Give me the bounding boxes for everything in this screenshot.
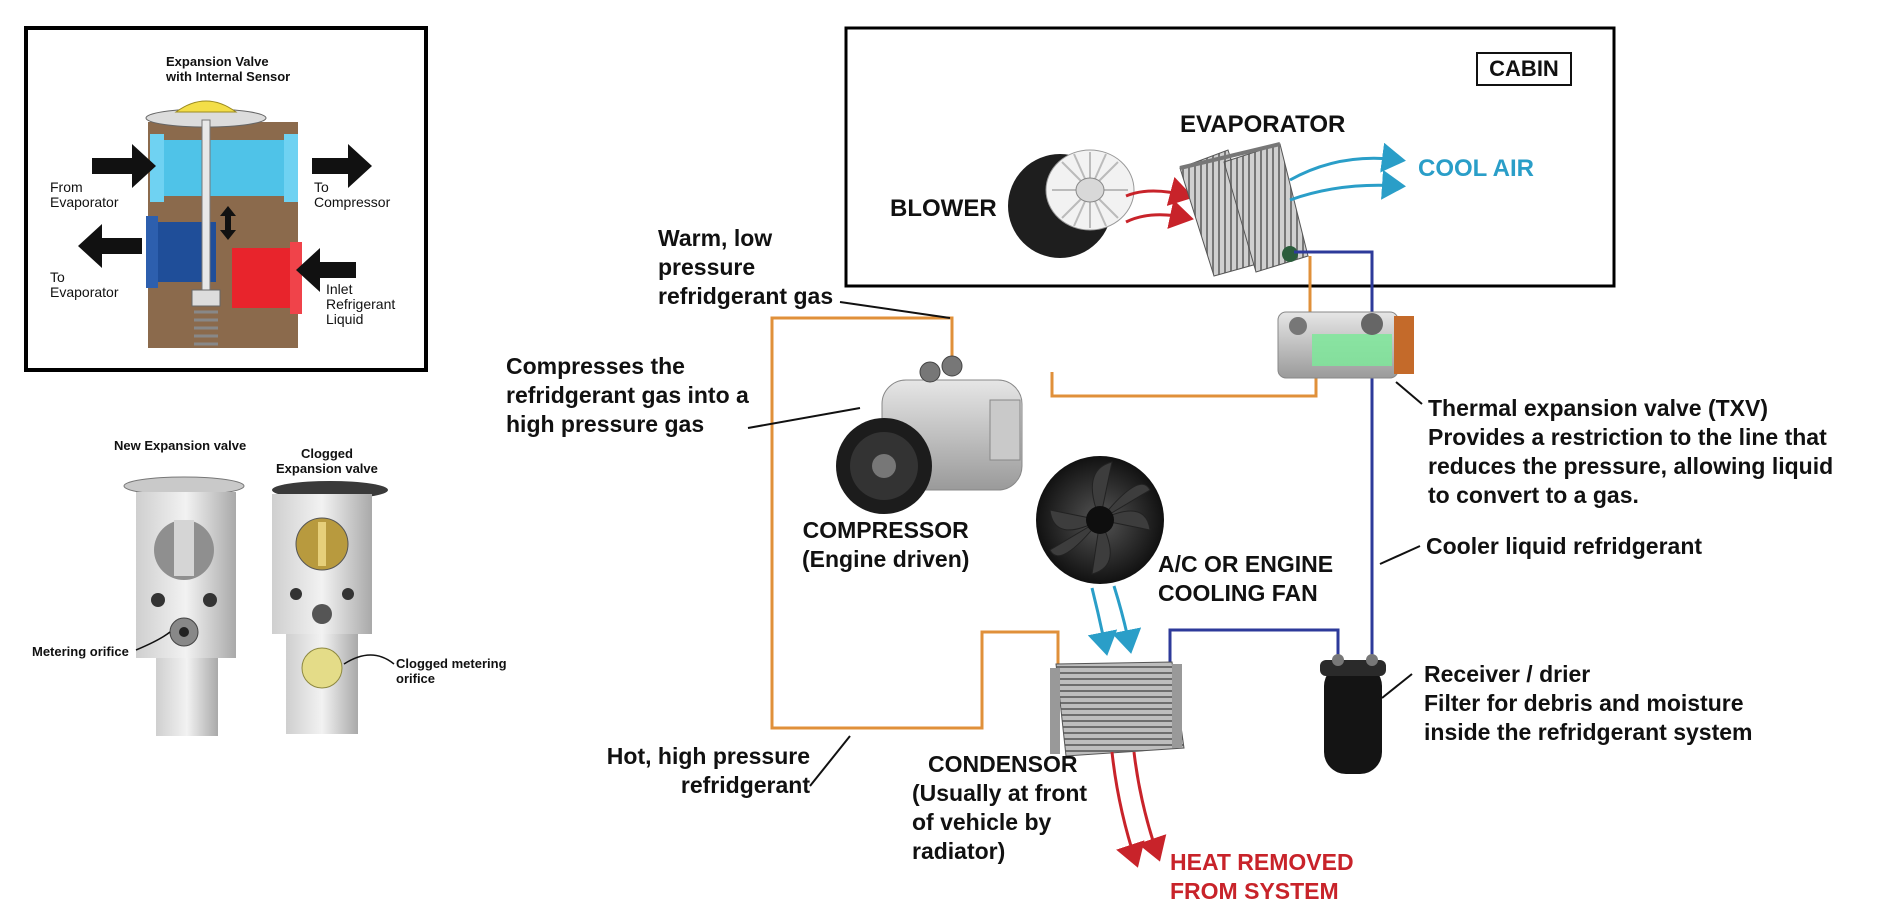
warm-air-arrow-icon (1125, 176, 1194, 206)
from-evaporator-arrow-icon (92, 144, 156, 188)
hot-refrigerant-line (770, 256, 1318, 730)
to-evaporator-arrow-icon (78, 224, 142, 268)
metering-orifice-label: Metering orifice (32, 644, 129, 659)
compressor-label: COMPRESSOR(Engine driven) (802, 517, 970, 572)
cooler-liquid-label: Cooler liquid refridgerant (1426, 533, 1703, 559)
fan-airflow-arrow-icon (1087, 587, 1118, 656)
blower-label: BLOWER (890, 195, 997, 222)
heat-arrow-icon (1132, 751, 1167, 862)
inlet-arrow-icon (296, 248, 356, 292)
cabin-tag: CABIN (1476, 52, 1572, 86)
expansion-valve-inset (24, 26, 428, 372)
callout-lines (747, 301, 1423, 787)
to-compressor-arrow-icon (312, 144, 372, 188)
metering-orifice-pointer (135, 631, 171, 651)
inlet-liquid-passage (232, 248, 300, 308)
new-valve-label: New Expansion valve (114, 438, 247, 453)
compressor-image (836, 355, 1023, 514)
evaporator-image (1179, 142, 1309, 277)
clogged-orifice-pointer (343, 654, 395, 665)
heat-arrow-icon (1110, 751, 1145, 868)
txv-label: Thermal expansion valve (TXV)Provides a … (1428, 395, 1834, 508)
blower-image (1008, 149, 1135, 258)
warm-air-arrow-icon (1125, 199, 1194, 229)
cooling-fan-image (1036, 456, 1164, 584)
cool-air-arrow-icon (1289, 142, 1406, 182)
condensor-image (1050, 661, 1185, 757)
fan-airflow-arrow-icon (1111, 585, 1142, 654)
cabin-box (844, 26, 1616, 288)
cool-air-label: COOL AIR (1418, 155, 1535, 182)
evaporator-outlet-passage (156, 140, 292, 196)
evaporator-label: EVAPORATOR (1180, 111, 1346, 138)
clogged-valve-photo (272, 481, 388, 734)
receiver-drier-image (1320, 654, 1386, 774)
cold-refrigerant-line (1168, 250, 1374, 674)
txv-image (1277, 311, 1414, 379)
new-valve-photo (123, 476, 245, 736)
cool-air-arrow-icon (1289, 169, 1406, 202)
up-down-arrow-icon (220, 206, 236, 240)
